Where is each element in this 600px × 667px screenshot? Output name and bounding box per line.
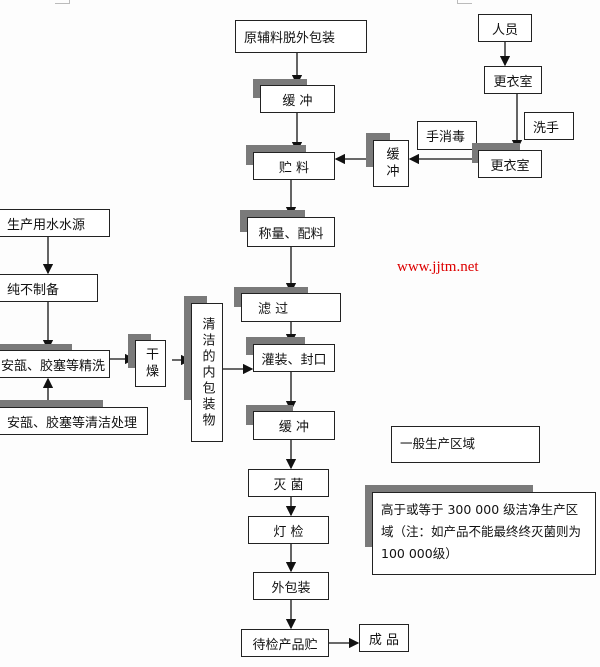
- node-water-source: 生产用水水源: [0, 209, 110, 237]
- node-changing-room-1: 更衣室: [484, 66, 542, 94]
- node-hand-wash: 洗手: [524, 112, 574, 140]
- node-outer-pack: 外包装: [253, 572, 329, 600]
- legend-clean-zone: 高于或等于 300 000 级洁净生产区域（注：如产品不能最终终灭菌则为 100…: [372, 492, 596, 575]
- watermark-url: www.jjtm.net: [397, 259, 479, 275]
- node-filter: 滤 过: [241, 293, 341, 322]
- page-corner-mark: [457, 0, 472, 4]
- node-weigh: 称量、配料: [247, 217, 335, 247]
- node-raw-unpack: 原辅料脱外包装: [235, 20, 367, 53]
- node-dry: 干燥: [135, 340, 166, 387]
- node-buffer-vertical: 缓冲: [373, 140, 409, 187]
- node-buffer-1: 缓 冲: [260, 85, 335, 113]
- node-light-inspect: 灯 检: [248, 516, 329, 544]
- node-fill-seal: 灌装、封口: [253, 344, 335, 372]
- legend-general-zone: 一般生产区域: [391, 426, 540, 463]
- node-buffer-2: 缓 冲: [253, 411, 335, 440]
- node-changing-room-2: 更衣室: [478, 150, 542, 178]
- node-storage: 贮 料: [253, 152, 335, 180]
- node-fine-wash: 安瓿、胶塞等精洗: [0, 350, 110, 378]
- node-inner-pack: 清洁的内包装物: [191, 303, 223, 442]
- node-sterilize: 灭 菌: [248, 469, 329, 497]
- node-hand-disinfect: 手消毒: [417, 121, 477, 150]
- page-corner-mark: [55, 0, 70, 4]
- node-pure-water: 纯不制备: [0, 274, 98, 302]
- node-finished: 成 品: [359, 624, 409, 652]
- node-personnel: 人员: [478, 14, 532, 42]
- node-clean-treat: 安瓿、胶塞等清洁处理: [0, 407, 148, 435]
- node-pending-store: 待检产品贮: [241, 629, 329, 657]
